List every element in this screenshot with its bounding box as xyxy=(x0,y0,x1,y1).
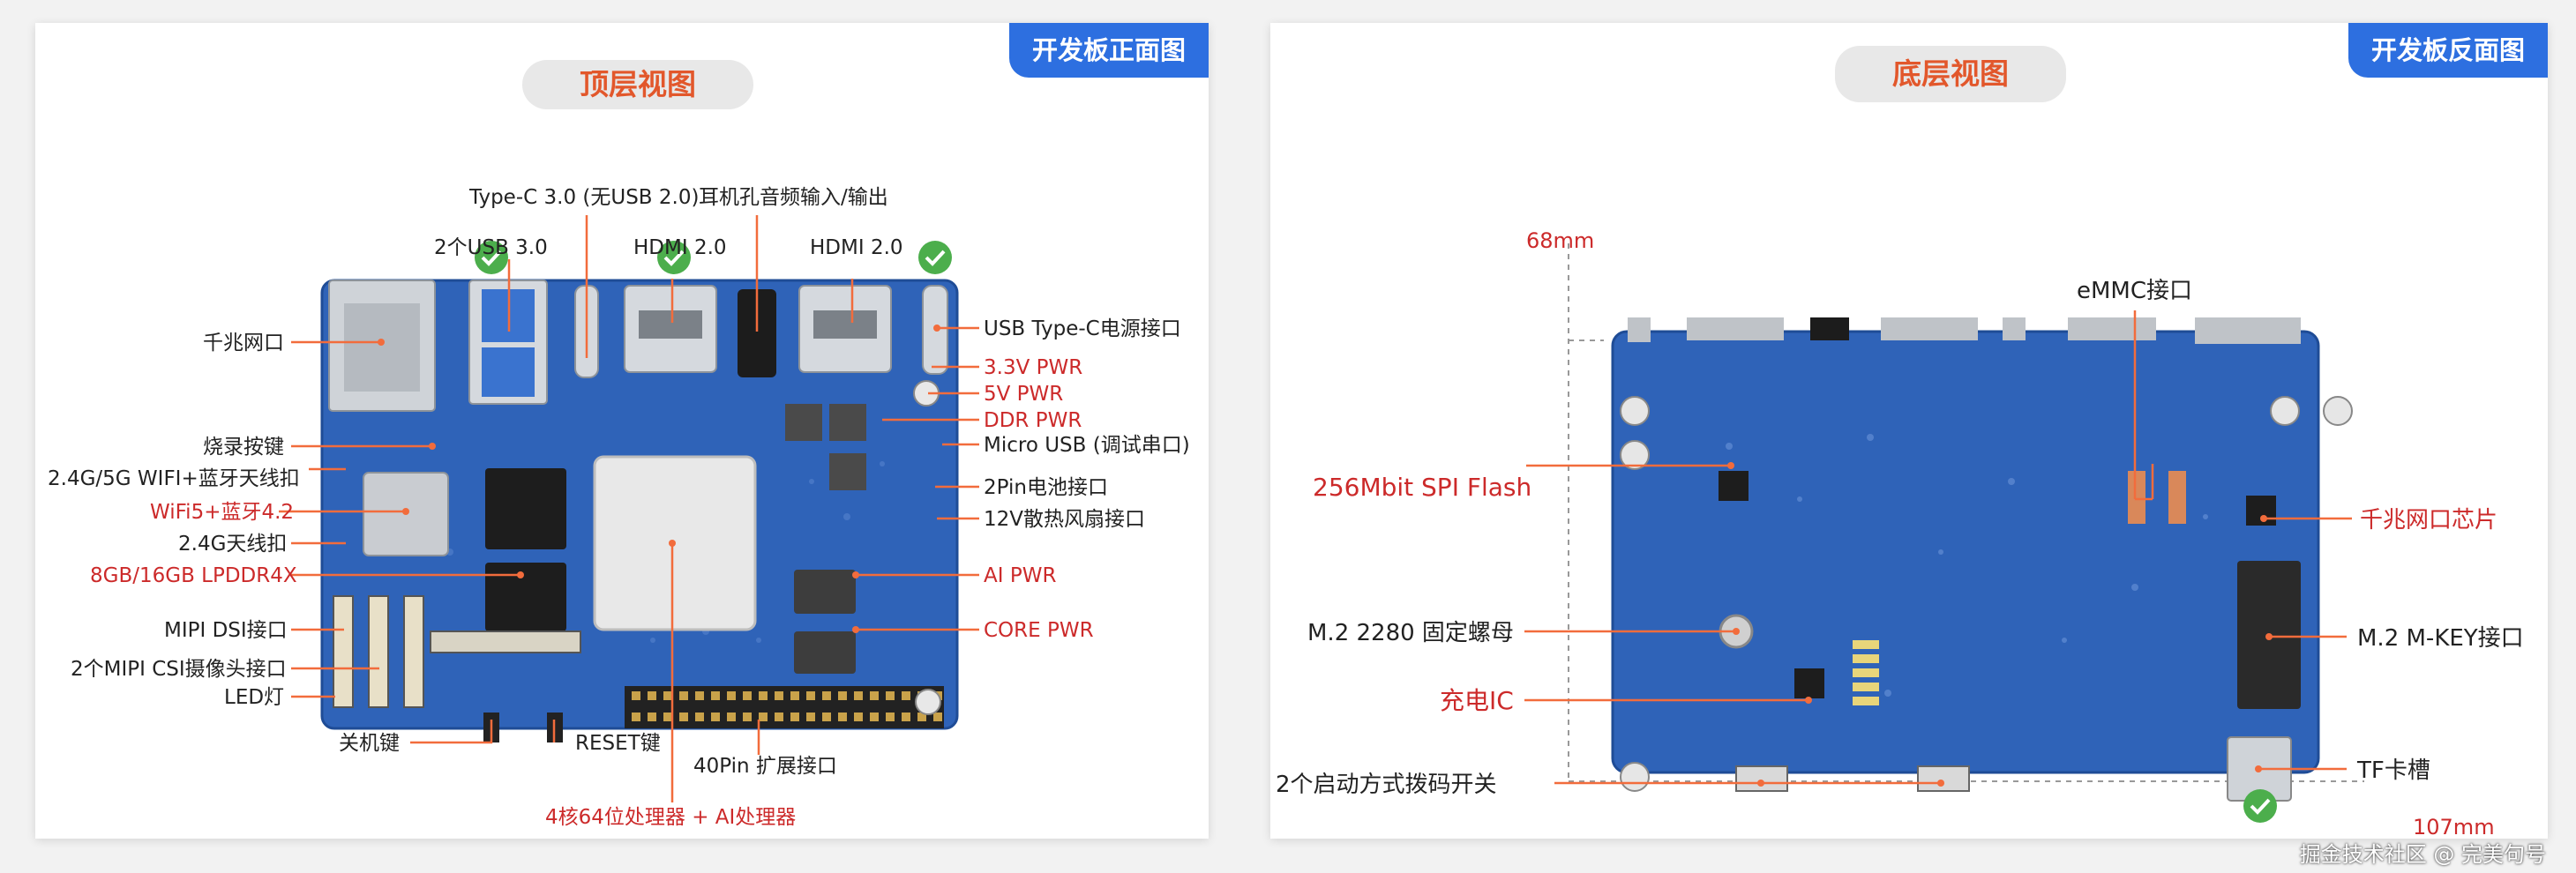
label-charge-ic: 充电IC xyxy=(1440,686,1514,715)
front-corner-tag: 开发板正面图 xyxy=(1008,23,1209,78)
label-wifi-bt: WiFi5+蓝牙4.2 xyxy=(150,501,294,524)
label-pwr-5: 5V PWR xyxy=(984,383,1063,406)
label-typec3: Type-C 3.0 (无USB 2.0) xyxy=(468,186,699,209)
label-m2-nut: M.2 2280 固定螺母 xyxy=(1307,620,1514,646)
front-panel: 开发板正面图 顶层视图 xyxy=(35,23,1209,839)
label-power-key: 关机键 xyxy=(339,732,400,755)
back-panel: 开发板反面图 底层视图 xyxy=(1270,23,2548,839)
front-leader-lines xyxy=(279,215,979,802)
label-hdmi-right: HDMI 2.0 xyxy=(810,236,903,259)
label-core-pwr: CORE PWR xyxy=(984,619,1094,642)
label-tf-slot: TF卡槽 xyxy=(2356,757,2430,784)
watermark: 掘金技术社区 @ 完美句号 xyxy=(2299,842,2546,867)
label-reset-key: RESET键 xyxy=(575,732,661,755)
label-lpddr: 8GB/16GB LPDDR4X xyxy=(90,564,297,587)
label-mipi-dsi: MIPI DSI接口 xyxy=(164,619,288,642)
label-height-dim: 68mm xyxy=(1526,228,1594,253)
back-corner-tag: 开发板反面图 xyxy=(2348,23,2548,78)
label-ai-pwr: AI PWR xyxy=(984,564,1056,587)
audio-jack xyxy=(738,289,776,377)
label-eth-chip: 千兆网口芯片 xyxy=(2360,507,2497,534)
check-icon-power xyxy=(918,241,952,274)
label-emmc: eMMC接口 xyxy=(2077,278,2192,304)
label-usbc-power: USB Type-C电源接口 xyxy=(984,317,1181,340)
label-micro-usb: Micro USB (调试串口) xyxy=(984,434,1190,457)
back-board xyxy=(1611,317,2353,802)
label-fan: 12V散热风扇接口 xyxy=(984,508,1145,531)
label-burn-key: 烧录按键 xyxy=(203,436,284,459)
label-usb3: 2个USB 3.0 xyxy=(434,236,548,259)
check-icon-hdmi xyxy=(657,241,691,274)
back-view-title: 底层视图 xyxy=(1835,46,2066,102)
dimension-lines xyxy=(1568,243,2364,782)
check-icon-usb3 xyxy=(475,241,508,274)
label-processor: 4核64位处理器 + AI处理器 xyxy=(545,806,796,829)
label-boot-switch: 2个启动方式拨码开关 xyxy=(1276,772,1497,798)
lpddr-chip-1 xyxy=(485,468,566,549)
label-mipi-csi: 2个MIPI CSI摄像头接口 xyxy=(71,658,287,681)
label-audio: 耳机孔音频输入/输出 xyxy=(699,186,888,209)
lpddr-chip-2 xyxy=(485,563,566,631)
label-battery: 2Pin电池接口 xyxy=(984,476,1108,499)
check-icon-back xyxy=(2243,789,2277,823)
front-diagram: Type-C 3.0 (无USB 2.0) 耳机孔音频输入/输出 2个USB 3… xyxy=(48,186,1190,829)
back-diagram: 68mm 107mm eMMC接口 256Mbit SPI Flash 千兆网口… xyxy=(1276,228,2524,839)
back-leader-lines xyxy=(1524,310,2352,787)
front-view-title: 顶层视图 xyxy=(522,60,753,109)
label-m2-key: M.2 M-KEY接口 xyxy=(2357,625,2524,652)
label-ethernet: 千兆网口 xyxy=(203,332,284,354)
label-ant-24: 2.4G天线扣 xyxy=(178,533,287,556)
label-pwr-33: 3.3V PWR xyxy=(984,356,1082,379)
front-board xyxy=(320,279,959,742)
label-led: LED灯 xyxy=(224,686,284,709)
label-width-dim: 107mm xyxy=(2413,815,2495,839)
label-hdmi-left: HDMI 2.0 xyxy=(633,236,727,259)
label-ddr-pwr: DDR PWR xyxy=(984,409,1082,432)
label-gpio40: 40Pin 扩展接口 xyxy=(693,755,837,778)
label-wifi-antenna: 2.4G/5G WIFI+蓝牙天线扣 xyxy=(48,467,300,490)
label-spi-flash: 256Mbit SPI Flash xyxy=(1313,473,1531,502)
